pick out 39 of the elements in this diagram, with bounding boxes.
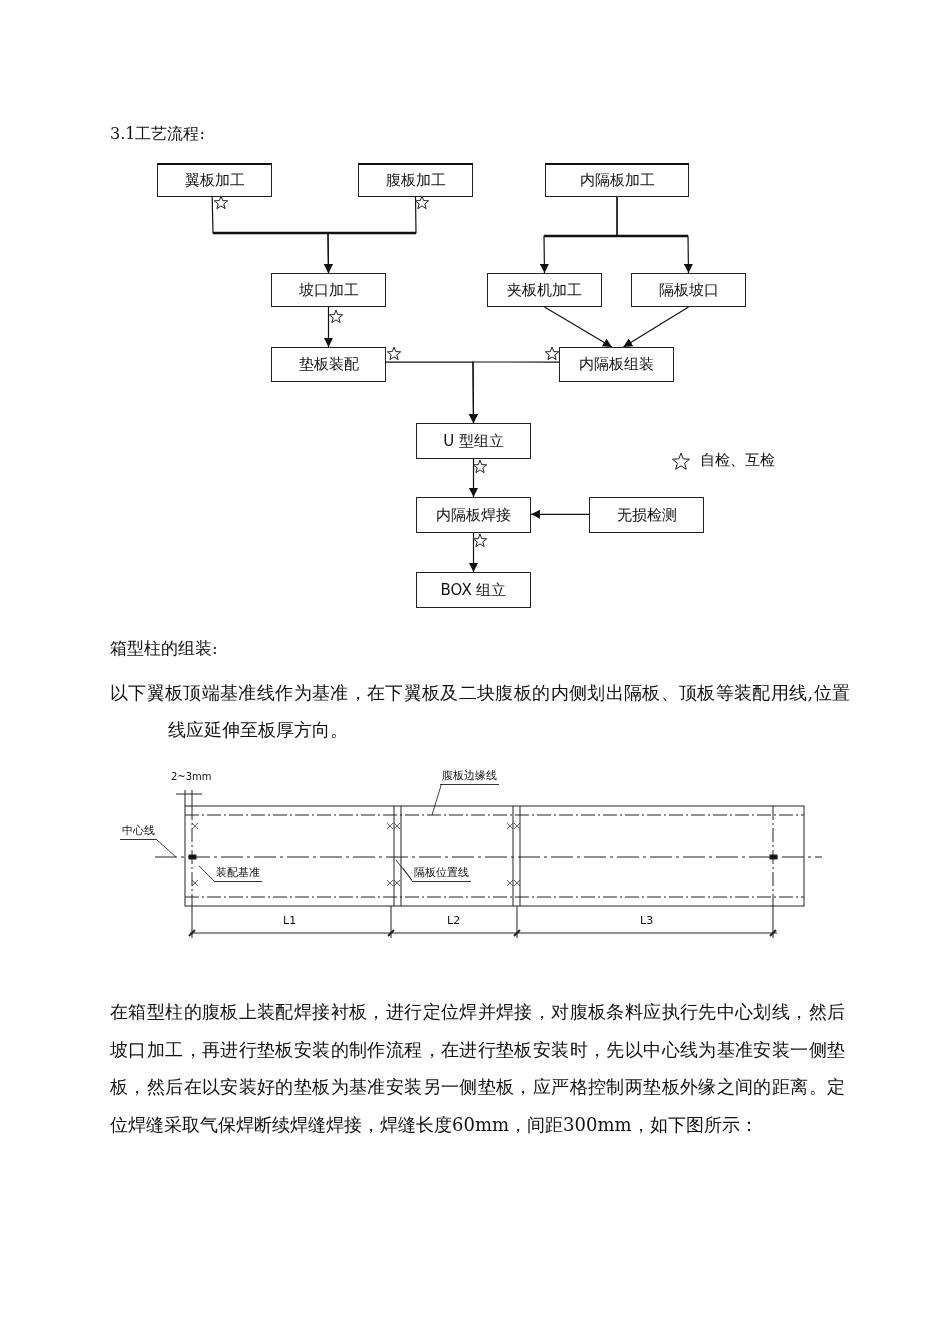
process-box: 坡口加工 [271, 273, 386, 307]
dimension-label: L1 [283, 914, 297, 927]
process-box: U 型组立 [416, 423, 531, 459]
process-box: 内隔板组装 [559, 347, 674, 382]
leader-line [395, 859, 414, 883]
legend-text: 自检、互检 [700, 451, 775, 470]
process-box: 夹板机加工 [487, 273, 602, 307]
process-box: 垫板装配 [271, 347, 386, 382]
process-box: 内隔板焊接 [416, 497, 531, 533]
process-box: 腹板加工 [358, 163, 473, 197]
process-box: 无损检测 [589, 497, 704, 533]
process-box: 隔板坡口 [631, 273, 746, 307]
leader-line [156, 839, 177, 858]
arrow [324, 306, 333, 348]
leader-line [402, 867, 414, 883]
callout-label: 腹板边缘线 [440, 768, 499, 785]
arrow [622, 306, 690, 348]
leader-line [431, 784, 442, 816]
callout-label: 中心线 [120, 823, 157, 840]
paragraph: 在箱型柱的腹板上装配焊接衬板，进行定位焊并焊接，对腹板条料应执行先中心划线，然后坡口加工，再进行垫板安装的制作流程，在进行垫板安装时，先以中心线为基准安装一侧垫板，然后在以安装好的垫板为基准安装另一侧垫板，应严格控制两垫板外缘之间的距离。定位焊缝采取气保焊断续焊缝焊接，焊缝长度60mm，间距300mm，如下图所示： [110, 1000, 845, 1137]
arrow [530, 509, 590, 519]
subheading: 箱型柱的组装: [110, 637, 218, 660]
dimension-label: L3 [640, 914, 654, 927]
leader-line [198, 865, 216, 883]
arrow [468, 361, 560, 424]
process-box: 翼板加工 [157, 163, 272, 197]
section-heading: 3.1工艺流程: [110, 124, 205, 145]
arrow [323, 196, 417, 274]
paragraph: 以下翼板顶端基准线作为基准，在下翼板及二块腹板的内侧划出隔板、顶板等装配用线,位置线应延伸至板厚方向。 [110, 681, 850, 742]
process-box: 内隔板加工 [545, 163, 689, 197]
callout-label: 装配基准 [214, 865, 262, 882]
arrow [616, 196, 693, 274]
process-box: BOX 组立 [416, 572, 531, 608]
arrow [469, 458, 478, 498]
arrow [469, 532, 478, 573]
dimension-label: 2~3mm [171, 771, 212, 782]
dimension-label: L2 [447, 914, 461, 927]
callout-label: 隔板位置线 [412, 865, 471, 882]
arrow [543, 306, 613, 348]
